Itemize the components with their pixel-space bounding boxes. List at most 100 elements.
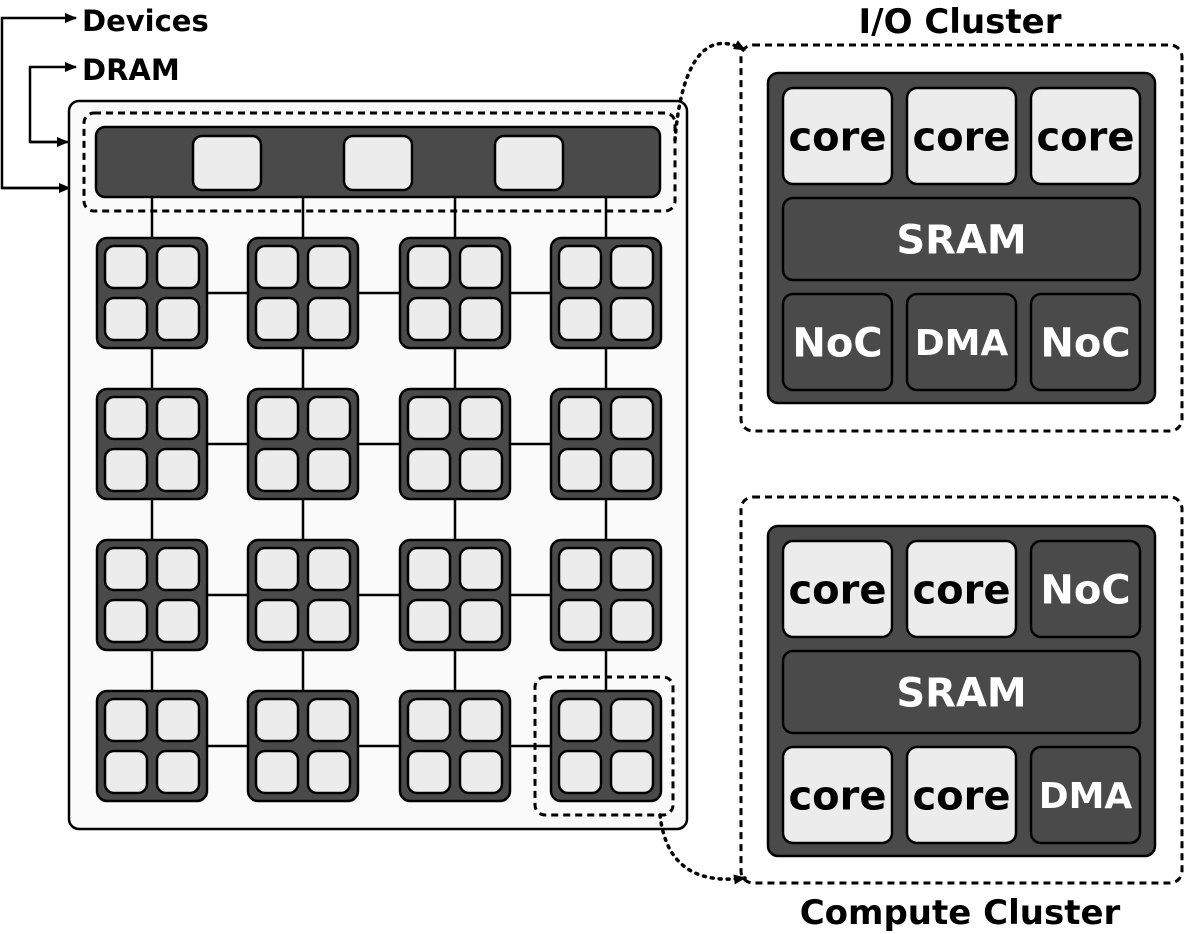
tile-core (609, 749, 655, 795)
tile-core (103, 447, 149, 493)
io-unit (342, 134, 414, 192)
cluster-block-core (905, 745, 1018, 845)
cluster-block-label: core (788, 114, 886, 160)
tile-core (306, 598, 352, 644)
cluster-block-dma (1029, 745, 1142, 845)
compute-tile (549, 538, 663, 652)
tile-core (609, 395, 655, 441)
tile-core (557, 749, 603, 795)
cluster-block-label: NoC (1040, 567, 1130, 613)
cluster-block-label: NoC (1040, 320, 1130, 366)
tile-core (458, 395, 504, 441)
compute-cluster-title: Compute Cluster (800, 893, 1121, 933)
compute-tile (549, 387, 663, 501)
cluster-block-label: SRAM (896, 670, 1026, 716)
cluster-block-dma (905, 292, 1018, 392)
tile-core (458, 598, 504, 644)
io-unit (493, 134, 565, 192)
cluster-block-core (1029, 86, 1142, 186)
tile-core (254, 598, 300, 644)
tile-core (458, 296, 504, 342)
tile-core (609, 447, 655, 493)
tile-core (406, 598, 452, 644)
cluster-block-label: core (788, 773, 886, 819)
tile-core (406, 395, 452, 441)
tile-core (406, 749, 452, 795)
cluster-block-label: core (1036, 114, 1134, 160)
cluster-block-label: SRAM (896, 217, 1026, 263)
tile-core (609, 296, 655, 342)
tile-core (306, 749, 352, 795)
cluster-block-noc (781, 292, 894, 392)
mesh-tiles (95, 236, 663, 803)
cluster-block-label: core (788, 567, 886, 613)
cluster-block-label: core (912, 114, 1010, 160)
tile-core (254, 546, 300, 592)
tile-core (306, 296, 352, 342)
tile-core (557, 296, 603, 342)
tile-core (609, 546, 655, 592)
compute-tile (246, 236, 360, 350)
tile-core (155, 447, 201, 493)
compute-tile (398, 236, 512, 350)
tile-core (306, 244, 352, 290)
tile-core (155, 296, 201, 342)
tile-core (458, 697, 504, 743)
tile-core (155, 546, 201, 592)
tile-core (254, 244, 300, 290)
tile-core (557, 244, 603, 290)
compute-tile (95, 538, 209, 652)
tile-core (406, 244, 452, 290)
chip-panel (67, 99, 689, 831)
tile-core (406, 447, 452, 493)
tile-core (406, 697, 452, 743)
compute-tile (549, 236, 663, 350)
tile-core (103, 749, 149, 795)
tile-core (458, 244, 504, 290)
io-units (191, 134, 565, 192)
tile-core (155, 395, 201, 441)
tile-core (155, 244, 201, 290)
io-zoom-connector (673, 40, 747, 142)
dram-label: DRAM (82, 53, 180, 87)
io-unit (191, 134, 263, 192)
devices-label: Devices (82, 4, 209, 38)
cluster-block-label: core (912, 773, 1010, 819)
tile-core (406, 546, 452, 592)
cluster-block-core (905, 86, 1018, 186)
compute-cluster-frame (739, 495, 1184, 885)
compute-tile (95, 236, 209, 350)
cluster-block-sram (781, 649, 1142, 735)
cluster-block-noc (1029, 539, 1142, 639)
tile-core (306, 395, 352, 441)
tile-core (103, 296, 149, 342)
tile-core (103, 395, 149, 441)
cluster-block-core (781, 745, 894, 845)
tile-core (557, 395, 603, 441)
tile-core (458, 546, 504, 592)
tile-core (306, 447, 352, 493)
tile-core (458, 749, 504, 795)
io-cluster-title: I/O Cluster (859, 2, 1062, 42)
io-bar (82, 111, 677, 213)
tile-core (254, 749, 300, 795)
compute-tile (398, 387, 512, 501)
cluster-block-label: DMA (1039, 776, 1133, 817)
compute-tile (246, 387, 360, 501)
tile-core (254, 296, 300, 342)
compute-tile-highlight (533, 675, 675, 817)
compute-tile (549, 689, 663, 803)
devices-arrow (0, 13, 77, 190)
compute-tile (246, 538, 360, 652)
tile-core (306, 546, 352, 592)
cluster-block-core (781, 539, 894, 639)
tile-core (254, 697, 300, 743)
cluster-block-sram (781, 196, 1142, 282)
tile-core (155, 598, 201, 644)
compute-zoom-connector (658, 813, 747, 885)
tile-core (155, 697, 201, 743)
tile-core (609, 697, 655, 743)
